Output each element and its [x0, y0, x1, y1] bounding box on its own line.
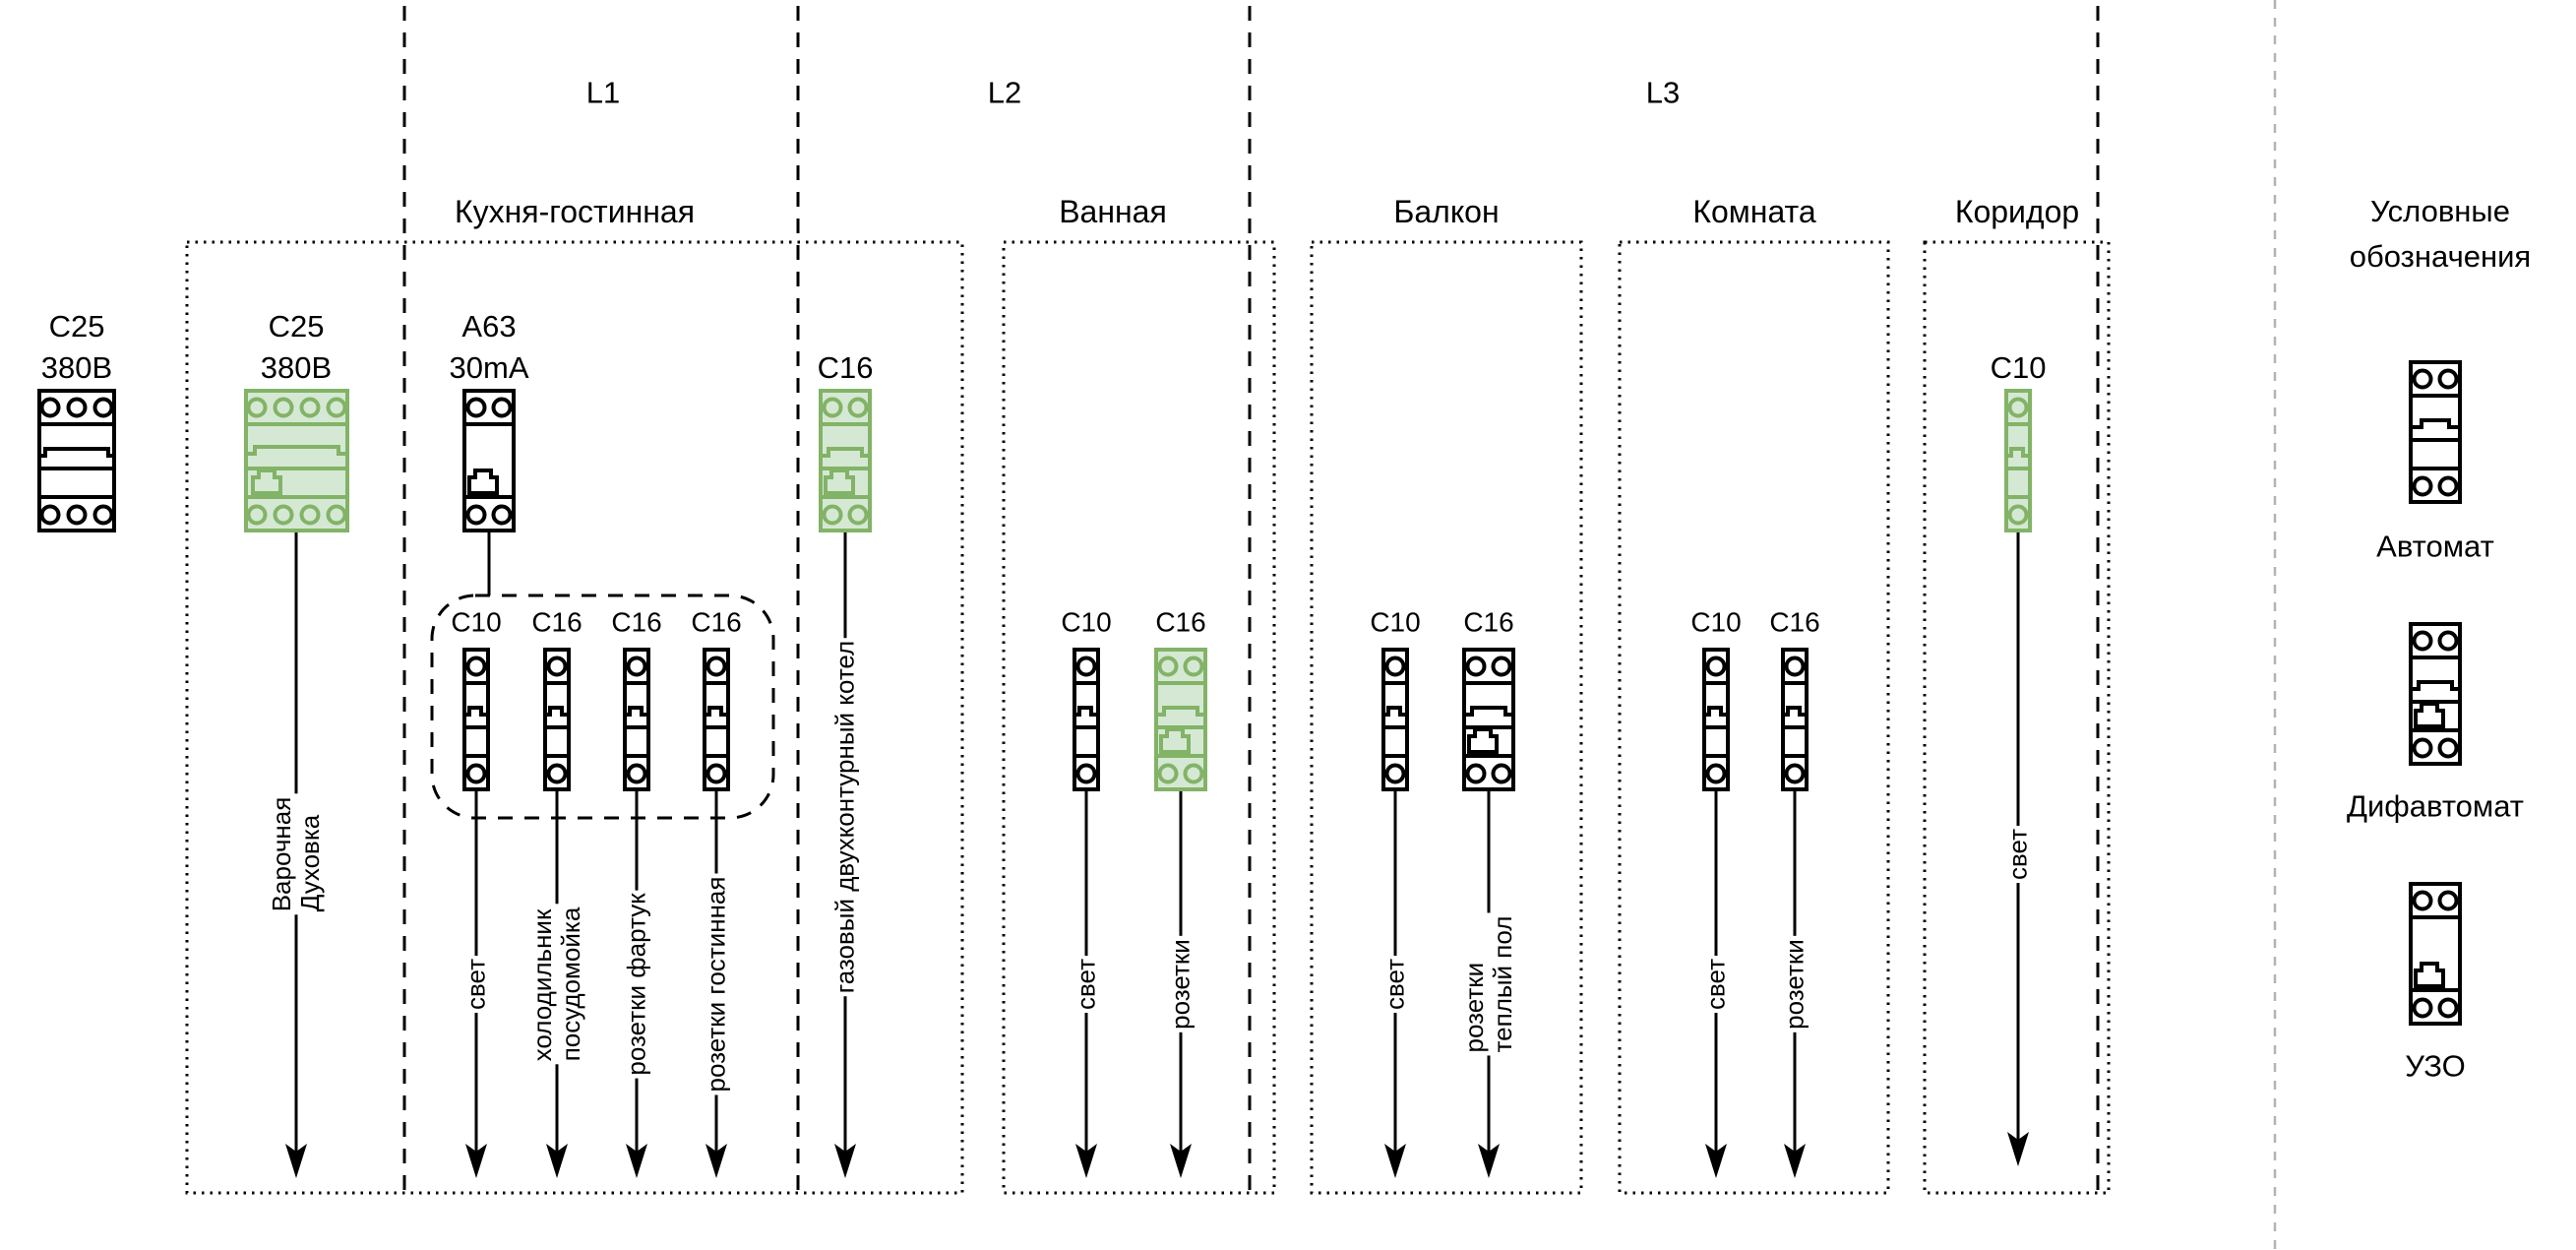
breaker-label: C16	[1155, 606, 1206, 638]
circuit-label-bathroom-light: свет	[1071, 955, 1102, 1014]
breaker-label: C10	[1061, 606, 1112, 638]
breaker-label-kitchen-main: C25 380В	[260, 309, 333, 385]
breaker-symbol-balcony-sockets	[1462, 648, 1515, 791]
arrowhead	[1478, 1144, 1500, 1178]
circuit-label-backsplash: розетки фартук	[621, 890, 652, 1079]
breaker-label: C16	[1769, 606, 1820, 638]
arrowhead	[705, 1144, 727, 1178]
breaker-symbol-kitchen-main	[244, 389, 349, 532]
breaker-symbol-bathroom-light	[1073, 648, 1100, 791]
arrowhead	[1784, 1144, 1806, 1178]
circuit-label-room-sockets: розетки	[1779, 936, 1810, 1032]
phase-label-l1: L1	[585, 75, 621, 110]
arrowhead	[1384, 1144, 1406, 1178]
breaker-symbol-kitchen-light	[462, 648, 490, 791]
circuit-label-balcony-light: свет	[1380, 955, 1411, 1014]
legend-item-breaker: Автомат	[2376, 529, 2494, 564]
breaker-label: C10	[1690, 606, 1742, 638]
circuit-label-corridor-light: свет	[2002, 825, 2034, 884]
arrowhead	[546, 1144, 568, 1178]
breaker-label-service-main: C25 380В	[40, 309, 113, 385]
breaker-symbol-bathroom-sockets	[1154, 648, 1207, 791]
circuit-label-cooker: Варочная Духовка	[266, 793, 327, 915]
breaker-label: C16	[531, 606, 583, 638]
phase-label-l3: L3	[1645, 75, 1681, 110]
arrowhead	[834, 1144, 856, 1178]
zone-title-room: Комната	[1692, 193, 1816, 229]
breaker-label-kitchen-rcd: A63 30mA	[449, 309, 529, 385]
circuit-label-living: розетки гостинная	[701, 873, 732, 1095]
circuit-label-room-light: свет	[1700, 955, 1732, 1014]
zone-outline-room	[1618, 240, 1890, 1195]
breaker-symbol-kitchen-rcd	[462, 389, 516, 532]
arrowhead	[465, 1144, 487, 1178]
legend-item-difavtomat: Дифавтомат	[2346, 788, 2525, 824]
breaker-symbol-room-light	[1702, 648, 1730, 791]
legend-breaker-icon	[2409, 360, 2462, 504]
legend-title: Условные обозначения	[2349, 194, 2532, 274]
breaker-symbol-room-sockets	[1781, 648, 1809, 791]
zone-outline-balcony	[1310, 240, 1583, 1195]
kitchen-rcd-group-outline	[430, 594, 775, 820]
breaker-label: C16	[691, 606, 742, 638]
arrowhead	[1705, 1144, 1727, 1178]
breaker-label: C16	[611, 606, 662, 638]
zone-title-kitchen: Кухня-гостинная	[454, 193, 696, 229]
zone-title-balcony: Балкон	[1393, 193, 1500, 229]
circuit-label-balcony-sockets: розетки теплый пол	[1458, 912, 1519, 1056]
breaker-label: C16	[1463, 606, 1514, 638]
breaker-label-corridor: C10	[1990, 350, 2047, 385]
breaker-label-boiler: C16	[817, 350, 874, 385]
breaker-symbol-balcony-light	[1381, 648, 1409, 791]
zone-outline-corridor	[1923, 240, 2111, 1195]
breaker-symbol-backsplash	[623, 648, 650, 791]
arrowhead	[1170, 1144, 1192, 1178]
legend-uzo-icon	[2409, 882, 2462, 1026]
breaker-label: C10	[1370, 606, 1421, 638]
arrowhead	[1075, 1144, 1097, 1178]
breaker-symbol-service-main	[37, 389, 116, 532]
breaker-symbol-boiler	[819, 389, 872, 532]
breaker-symbol-corridor-light	[2004, 389, 2032, 532]
breaker-symbol-fridge	[543, 648, 571, 791]
circuit-label-bathroom-sockets: розетки	[1165, 936, 1196, 1032]
zone-outline-bathroom	[1002, 240, 1276, 1195]
breaker-label: C10	[451, 606, 502, 638]
arrowhead	[626, 1144, 647, 1178]
legend-item-uzo: УЗО	[2405, 1048, 2466, 1084]
circuit-label-boiler: газовый двухконтурный котел	[829, 637, 861, 997]
circuit-label-kitchen-light: свет	[460, 955, 492, 1014]
zone-title-corridor: Коридор	[1954, 193, 2080, 229]
arrowhead	[2007, 1132, 2029, 1166]
arrowhead	[285, 1144, 307, 1178]
breaker-symbol-living	[703, 648, 730, 791]
zone-title-bathroom: Ванная	[1059, 193, 1167, 229]
legend-difavtomat-icon	[2409, 622, 2462, 766]
phase-label-l2: L2	[987, 75, 1022, 110]
circuit-label-fridge: холодильник посудомойка	[526, 904, 587, 1065]
